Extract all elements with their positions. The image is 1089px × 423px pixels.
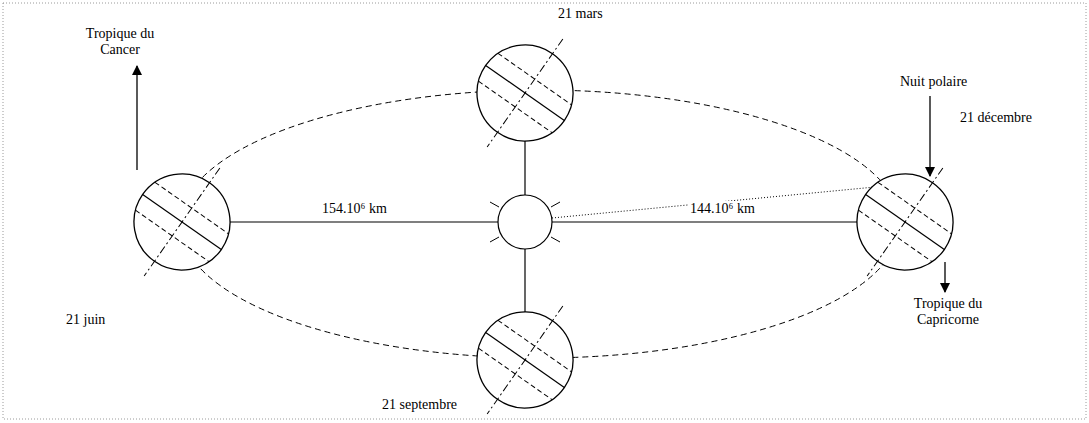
earth [448,278,602,423]
date-label: 21 décembre [960,110,1032,126]
distance-label: 144.10⁶ km [688,201,757,217]
radius-line [524,141,525,195]
pointer-arrow [944,262,945,292]
earth [828,140,982,303]
distance-line [230,221,498,222]
radius-line [524,249,525,312]
distance-line [552,221,857,222]
pointer-arrow [929,96,930,176]
sun [490,195,560,249]
note-label: Nuit polaire [900,74,967,90]
pointer-arrow [136,66,137,170]
date-label: 21 mars [558,6,603,22]
date-label: 21 juin [66,312,105,328]
earth [448,11,602,174]
sun-ray-line [552,187,875,218]
earth [105,140,259,303]
tropic-label: Tropique du Capricorne [892,296,1004,328]
distance-label: 154.10⁶ km [322,201,387,217]
tropic-label: Tropique du Cancer [70,26,170,58]
date-label: 21 septembre [382,397,457,413]
